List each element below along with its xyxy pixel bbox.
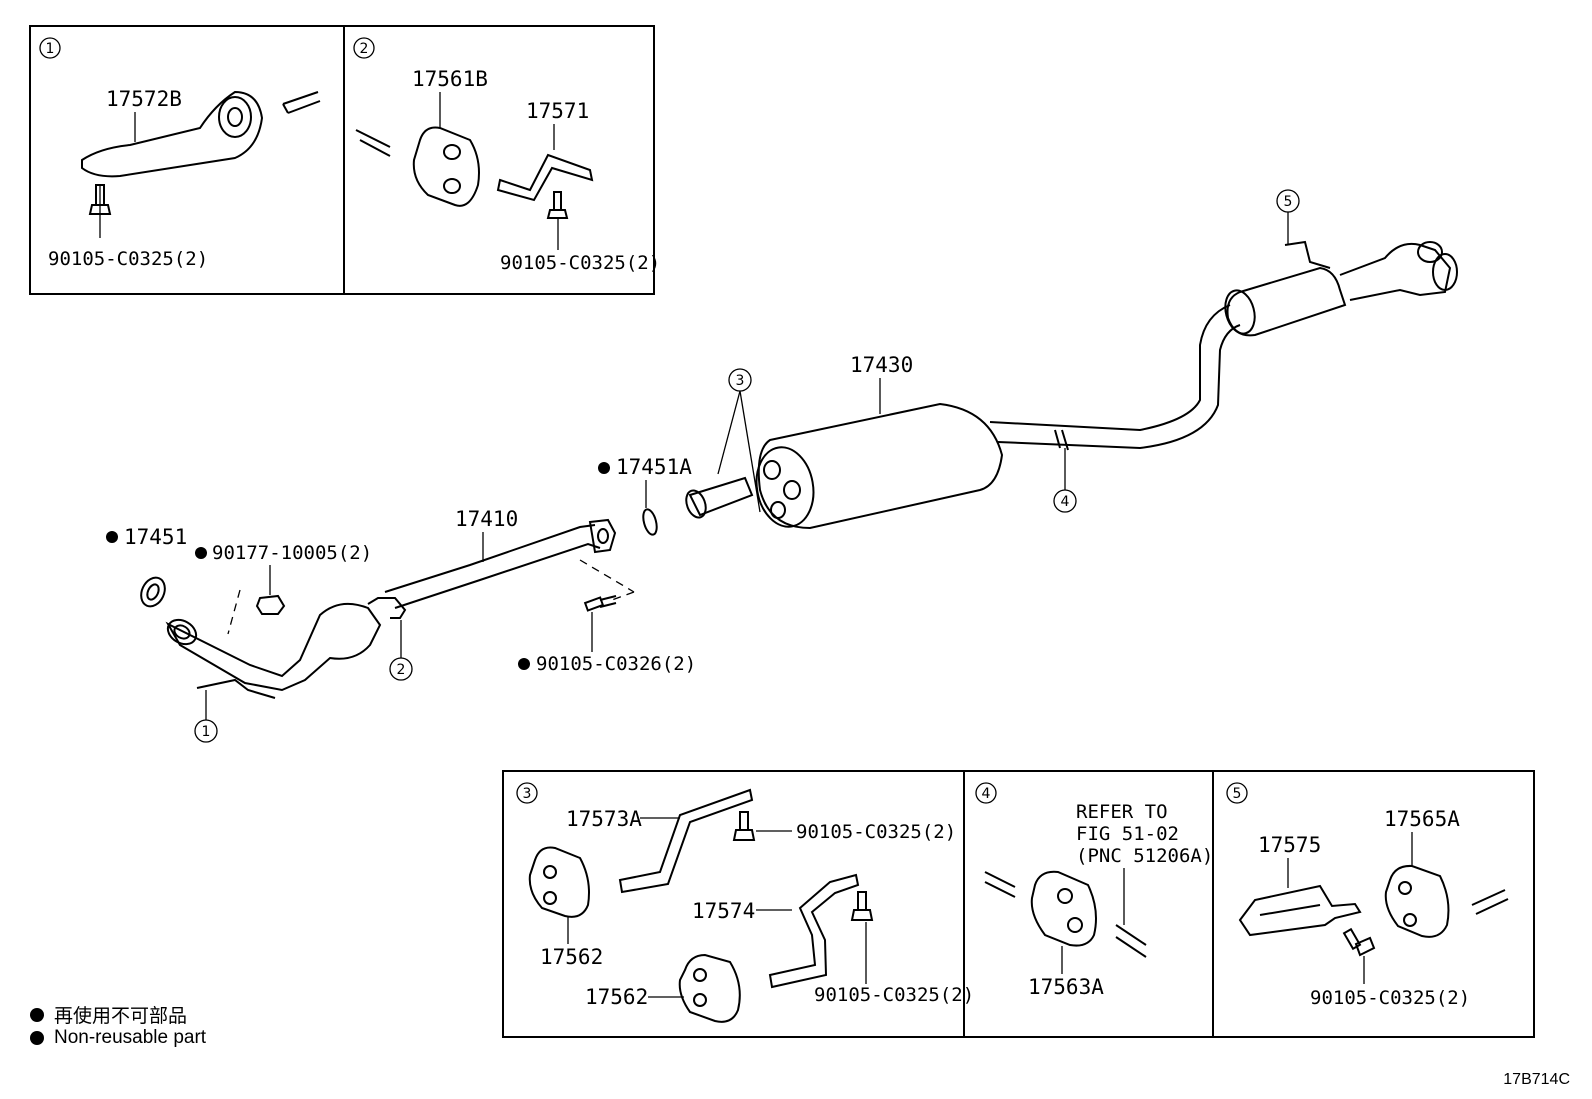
label-17571: 17571: [526, 99, 589, 123]
label-bolt-inset1: 90105-C0325(2): [48, 248, 208, 270]
callout-5: 5: [1284, 194, 1293, 210]
refer-line-2: FIG 51-02: [1076, 823, 1179, 845]
bracket-17575: [1238, 884, 1362, 937]
muffler-17430: [757, 402, 1004, 530]
main-assembly: 17451 90177-10005(2) 17410 17451A: [106, 189, 1458, 743]
label-17575: 17575: [1258, 833, 1321, 857]
legend-japanese: 再使用不可部品: [30, 1001, 187, 1028]
figure-code: 17B714C: [1503, 1071, 1570, 1088]
inset-1-callout: 1: [46, 41, 55, 57]
label-17573A: 17573A: [566, 807, 642, 831]
label-17563A: 17563A: [1028, 975, 1104, 999]
bracket-17572B: [81, 90, 264, 178]
legend-english: Non-reusable part: [30, 1027, 206, 1049]
inset-1: 1 17572B 90105-C0325(2): [29, 25, 345, 295]
label-bolt-b-inset3: 90105-C0325(2): [814, 984, 974, 1006]
refer-line-3: (PNC 51206A): [1076, 845, 1213, 867]
front-pipe-catalytic-converter: [165, 602, 382, 692]
bracket-17574: [768, 873, 860, 989]
gasket-17451A: [642, 508, 658, 536]
bracket-17573A: [618, 788, 754, 894]
callout-1: 1: [202, 724, 211, 740]
label-17572B: 17572B: [106, 87, 182, 111]
nut-90177: [255, 594, 286, 615]
callout-4: 4: [1061, 494, 1070, 510]
callout-2: 2: [397, 662, 406, 678]
legend-text-japanese: 再使用不可部品: [54, 1006, 188, 1027]
refer-line-1: REFER TO: [1076, 801, 1168, 823]
label-17565A: 17565A: [1384, 807, 1460, 831]
inset-3: 3 17573A 90105-C0325(2) 17562 17574 9010…: [516, 782, 974, 1023]
callout-3: 3: [736, 373, 745, 389]
legend-dot-icon: [30, 1007, 44, 1022]
label-17451A: 17451A: [616, 455, 692, 479]
label-17451: 17451: [124, 525, 187, 549]
hanger-17562-a: [528, 846, 590, 918]
label-17561B: 17561B: [412, 67, 488, 91]
inset-5: 5 17575 17565A 90105-C0325(2): [1226, 782, 1509, 1009]
label-bolt-inset2: 90105-C0325(2): [500, 252, 660, 274]
inset-2: 2 17561B 17571 90105-C0325(2): [343, 25, 660, 295]
tailpipe: [989, 304, 1241, 450]
hanger-17561B: [412, 126, 480, 207]
inset-5-callout: 5: [1233, 786, 1242, 802]
label-17430: 17430: [850, 353, 913, 377]
pipe-17410: [384, 524, 601, 609]
nonreusable-dot-17451: [106, 531, 118, 543]
legend-dot-icon: [30, 1031, 44, 1045]
inset-4-callout: 4: [982, 786, 991, 802]
bracket-17571: [496, 153, 594, 202]
label-bolt-a-inset3: 90105-C0325(2): [796, 821, 956, 843]
label-17562-b: 17562: [585, 985, 648, 1009]
legend-text-english: Non-reusable part: [54, 1027, 207, 1048]
hanger-17565A: [1384, 864, 1450, 938]
inset-2-callout: 2: [360, 41, 369, 57]
hanger-17562-b: [678, 953, 741, 1023]
label-90177: 90177-10005(2): [212, 542, 372, 564]
inset-4: 4 REFER TO FIG 51-02 (PNC 51206A) 17563A: [975, 782, 1213, 999]
nonreusable-dot-90177: [195, 547, 207, 559]
hanger-17563A: [1030, 870, 1097, 947]
gasket-17451: [140, 576, 166, 608]
label-17410: 17410: [455, 507, 518, 531]
label-90105-c0326: 90105-C0326(2): [536, 653, 696, 675]
label-17574: 17574: [692, 899, 755, 923]
nonreusable-dot-17451A: [598, 462, 610, 474]
label-17562-a: 17562: [540, 945, 603, 969]
nonreusable-dot-90105-c0326: [518, 658, 530, 670]
inset-3-callout: 3: [523, 786, 532, 802]
label-bolt-inset5: 90105-C0325(2): [1310, 987, 1470, 1009]
rear-muffler: [1226, 266, 1347, 337]
